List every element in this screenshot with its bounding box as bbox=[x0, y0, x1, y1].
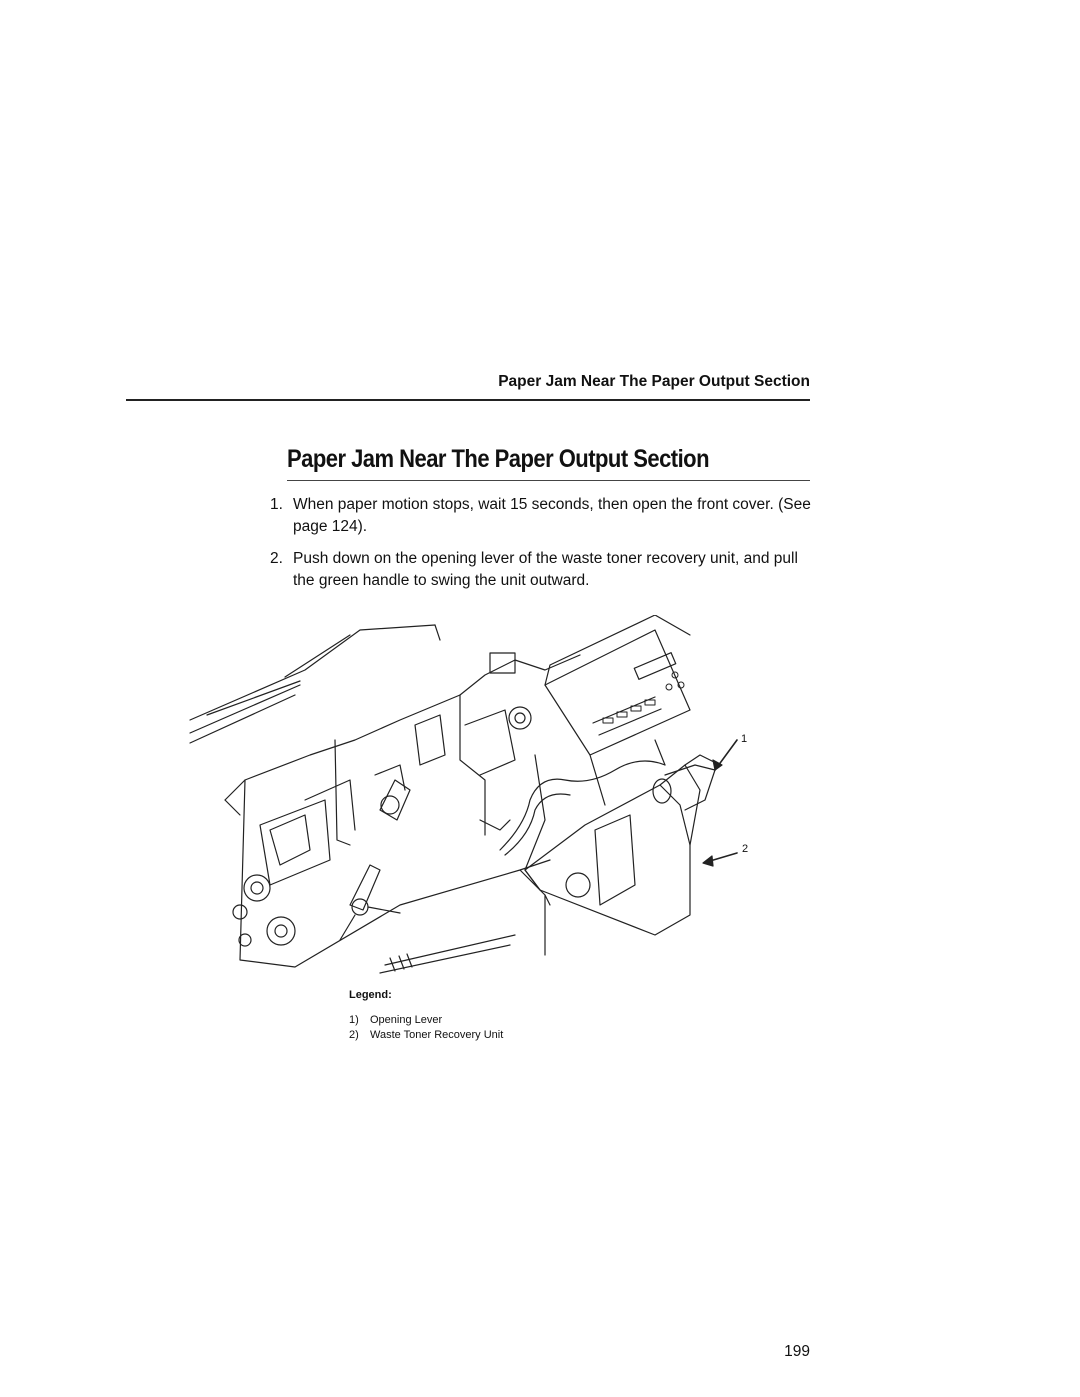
gear-assembly-drawing bbox=[232, 706, 532, 947]
legend-label: Opening Lever bbox=[370, 1014, 443, 1026]
handle-drawing bbox=[339, 864, 401, 941]
legend-title: Legend: bbox=[349, 989, 392, 1001]
header-rule bbox=[126, 399, 810, 401]
title-rule bbox=[287, 480, 810, 481]
section-title: Paper Jam Near The Paper Output Section bbox=[287, 445, 710, 473]
running-head: Paper Jam Near The Paper Output Section bbox=[498, 373, 810, 390]
step-text: Push down on the opening lever of the wa… bbox=[293, 550, 798, 589]
step-text: When paper motion stops, wait 15 seconds… bbox=[293, 496, 811, 535]
callout-label-1: 1 bbox=[741, 733, 747, 745]
drive-housing-drawing bbox=[259, 709, 516, 886]
figure-legend: Legend: 1) Opening Lever 2) Waste Toner … bbox=[349, 989, 503, 1042]
legend-number: 2) bbox=[349, 1028, 359, 1041]
instruction-steps: 1. When paper motion stops, wait 15 seco… bbox=[270, 494, 820, 602]
control-panel-drawing bbox=[544, 615, 691, 806]
page-number: 199 bbox=[784, 1343, 810, 1360]
legend-number: 1) bbox=[349, 1014, 359, 1026]
step-number: 2. bbox=[270, 550, 283, 567]
wiring-drawing bbox=[479, 760, 666, 856]
printer-frame-drawing bbox=[224, 652, 581, 974]
step-number: 1. bbox=[270, 496, 283, 513]
step-item: 1. When paper motion stops, wait 15 seco… bbox=[270, 494, 820, 538]
output-tray-drawing bbox=[189, 624, 441, 744]
callout-label-2: 2 bbox=[742, 843, 748, 855]
legend-item: 2) Waste Toner Recovery Unit bbox=[349, 1028, 503, 1043]
legend-item: 1) Opening Lever bbox=[349, 1013, 503, 1028]
callout-arrows bbox=[702, 739, 738, 867]
printer-illustration: 1 2 bbox=[189, 615, 748, 974]
legend-label: Waste Toner Recovery Unit bbox=[370, 1028, 504, 1041]
step-item: 2. Push down on the opening lever of the… bbox=[270, 548, 820, 592]
waste-toner-unit-drawing bbox=[524, 754, 721, 936]
